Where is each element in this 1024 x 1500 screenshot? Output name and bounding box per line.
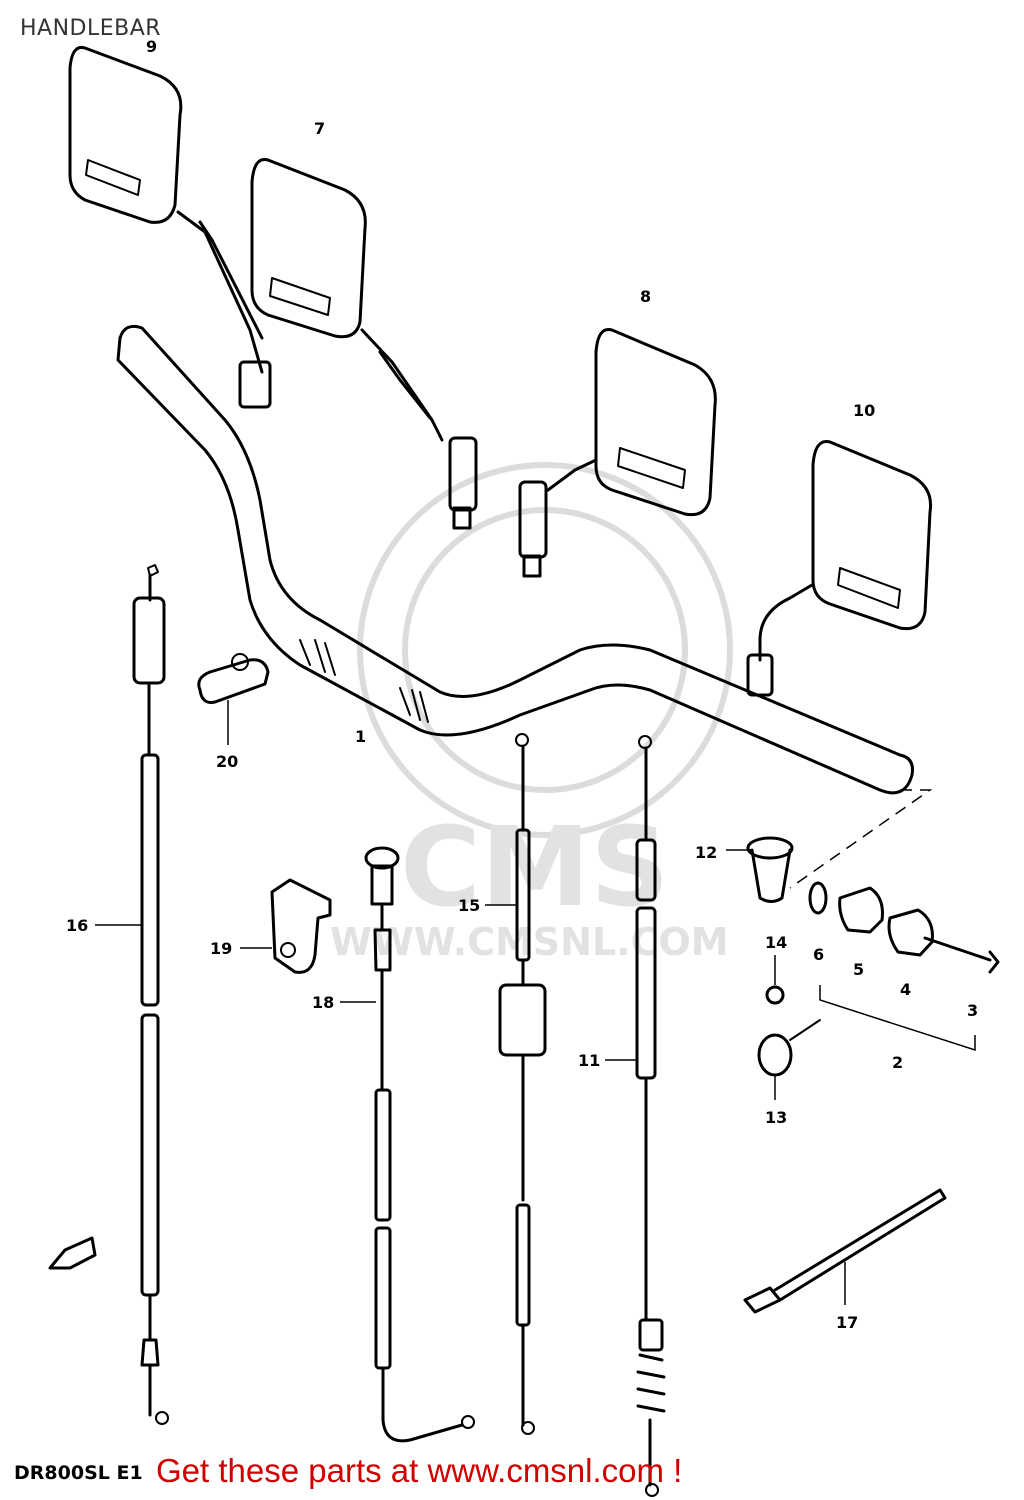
cable-16[interactable] (95, 564, 169, 1425)
callout-7: 7 (314, 119, 325, 138)
callout-10: 10 (853, 401, 875, 420)
handlebar-1[interactable] (116, 324, 914, 795)
callout-17: 17 (836, 1313, 858, 1332)
cable-15[interactable] (485, 733, 547, 1435)
callout-2: 2 (892, 1053, 903, 1072)
cable-tie-17[interactable] (743, 1188, 947, 1314)
callout-11: 11 (578, 1051, 600, 1070)
callout-16: 16 (66, 916, 88, 935)
callout-9: 9 (146, 37, 157, 56)
bracket-19[interactable] (240, 878, 332, 974)
page-title: HANDLEBAR (20, 16, 162, 41)
callout-15: 15 (458, 896, 480, 915)
callout-12: 12 (695, 843, 717, 862)
model-code: DR800SL E1 (14, 1462, 143, 1484)
mirror-10[interactable] (746, 439, 933, 697)
mirror-7[interactable] (250, 157, 478, 530)
cable-18[interactable] (340, 846, 475, 1443)
callout-6: 6 (813, 945, 824, 964)
callout-5: 5 (853, 960, 864, 979)
clamp-20[interactable] (197, 653, 270, 745)
callout-8: 8 (640, 287, 651, 306)
callout-4: 4 (900, 980, 911, 999)
clamp-13[interactable] (757, 1019, 821, 1100)
front-arrow-icon (48, 1236, 97, 1270)
callout-labels: 1 2 3 4 5 6 7 8 9 10 11 12 13 14 15 16 1… (66, 37, 978, 1332)
callout-1: 1 (355, 727, 366, 746)
mirror-9[interactable] (68, 45, 272, 409)
watermark-brand: CMS (400, 803, 669, 931)
screw-14[interactable] (765, 955, 785, 1005)
callout-19: 19 (210, 939, 232, 958)
callout-13: 13 (765, 1108, 787, 1127)
callout-14: 14 (765, 933, 787, 952)
parts-link[interactable]: Get these parts at www.cmsnl.com ! (156, 1452, 683, 1489)
callout-18: 18 (312, 993, 334, 1012)
grip-end-12[interactable] (726, 836, 794, 903)
mirror-8[interactable] (518, 327, 717, 578)
callout-3: 3 (967, 1001, 978, 1020)
balancer-assembly[interactable] (789, 789, 1000, 1052)
cable-11[interactable] (605, 735, 666, 1497)
callout-20: 20 (216, 752, 238, 771)
